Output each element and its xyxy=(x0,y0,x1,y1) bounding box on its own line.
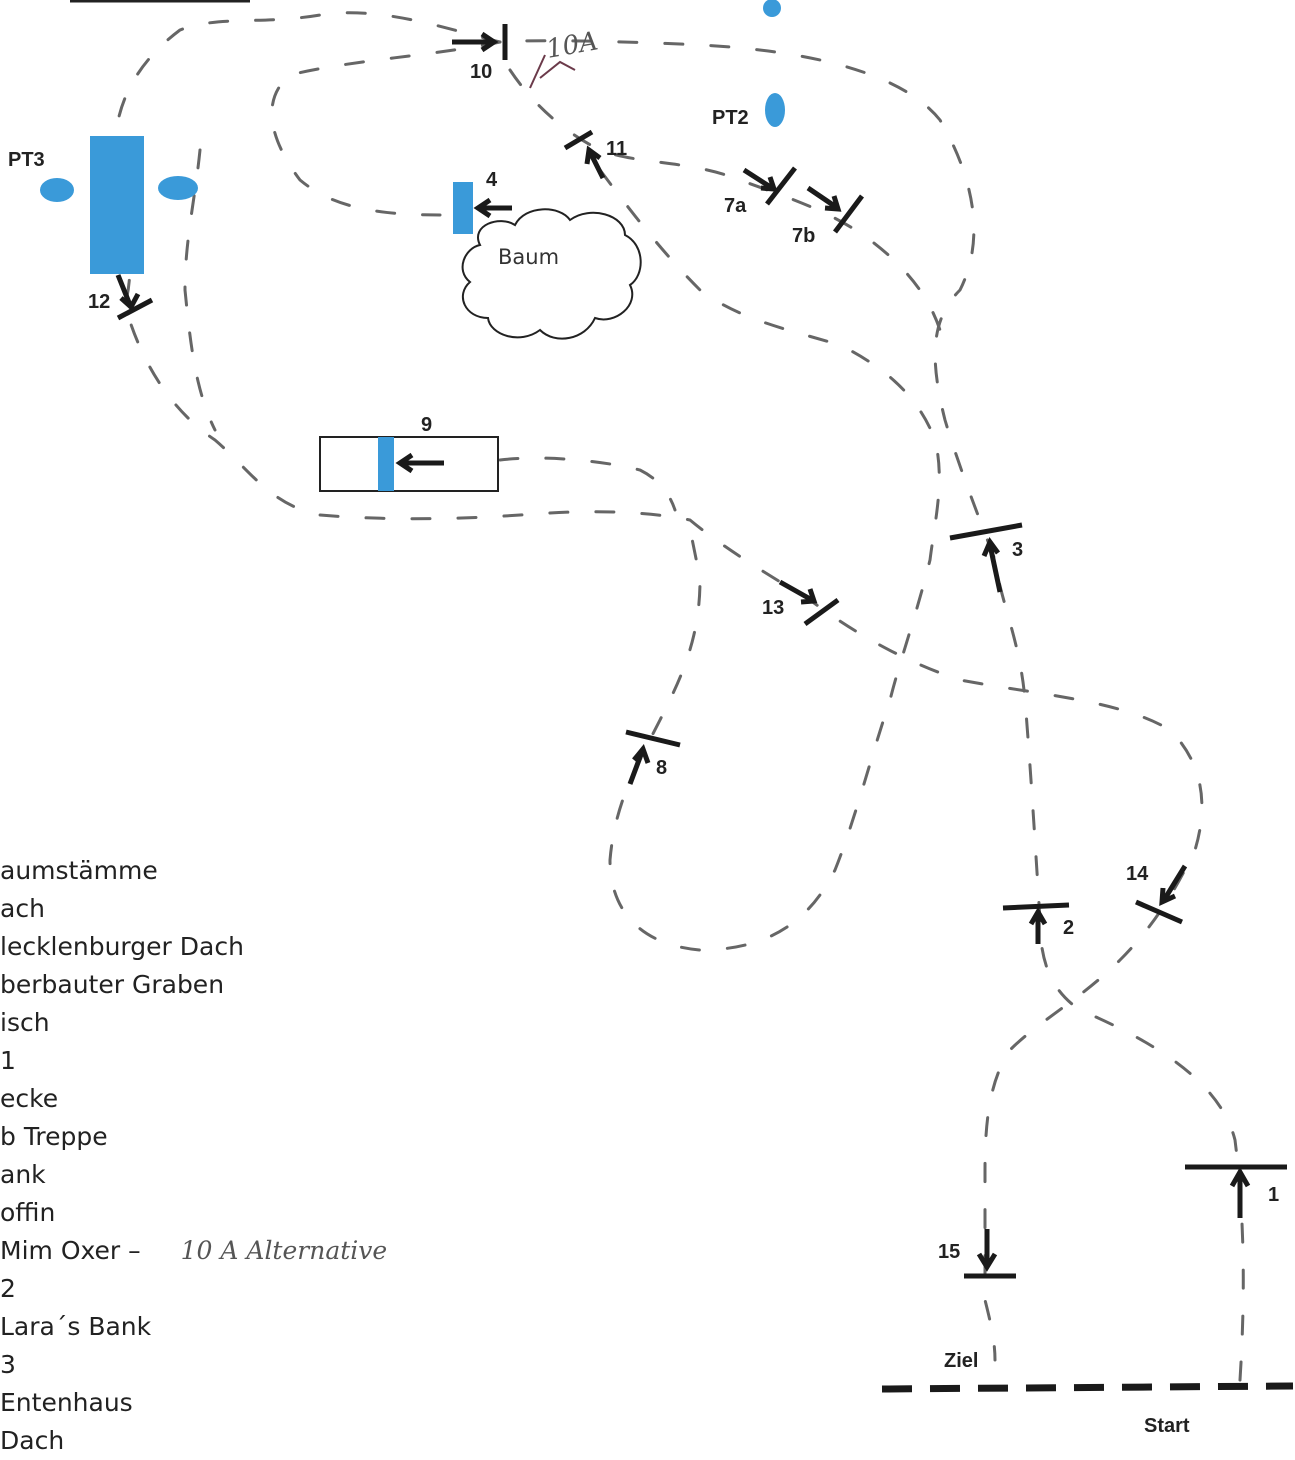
legend-item: offin xyxy=(0,1198,56,1227)
fence-7a xyxy=(765,166,797,206)
fence-13 xyxy=(803,597,840,627)
label-2: 2 xyxy=(1063,917,1074,939)
legend-item: aumstämme xyxy=(0,856,158,885)
label-10: 10 xyxy=(470,61,492,83)
label-4: 4 xyxy=(486,169,498,191)
label-10a: 10A xyxy=(544,26,600,65)
fence-11 xyxy=(563,129,594,151)
arrow-14 xyxy=(1159,864,1188,907)
fence-3 xyxy=(949,522,1023,541)
obstacle-9-box xyxy=(319,436,499,492)
arrow-10 xyxy=(452,31,499,53)
tree-label: Baum xyxy=(498,245,559,269)
legend-item: Lara´s Bank xyxy=(0,1312,152,1341)
legend-item: Mim Oxer – xyxy=(0,1236,141,1265)
pt3-right-marker xyxy=(158,176,198,200)
start-label: Start xyxy=(1144,1415,1190,1437)
legend-handwritten-note: 10 A Alternative xyxy=(180,1236,388,1265)
pt2-marker xyxy=(765,93,785,127)
arrow-4 xyxy=(473,197,512,219)
obstacle-9-block xyxy=(378,437,394,491)
label-14: 14 xyxy=(1126,863,1149,885)
legend-item: 2 xyxy=(0,1274,16,1303)
legend-item: ank xyxy=(0,1160,46,1189)
label-pt3: PT3 xyxy=(8,149,45,171)
legend-item: 3 xyxy=(0,1350,16,1379)
fence-7b xyxy=(833,194,864,234)
start-finish-line xyxy=(881,1382,1294,1393)
obstacle-4-block xyxy=(453,182,473,234)
arrow-13 xyxy=(778,579,818,605)
arrow-8 xyxy=(627,743,651,785)
label-3: 3 xyxy=(1012,539,1023,561)
arrow-7b xyxy=(806,185,842,212)
arrow-11 xyxy=(584,145,606,180)
route-path xyxy=(113,11,1245,1382)
obstacle-legend: aumstämme ach lecklenburger Dach berbaut… xyxy=(0,852,387,1460)
label-9: 9 xyxy=(421,414,432,436)
label-12: 12 xyxy=(88,291,110,313)
finish-label: Ziel xyxy=(944,1350,978,1372)
arrow-10a xyxy=(529,54,576,89)
label-8: 8 xyxy=(656,757,667,779)
arrow-2 xyxy=(1028,907,1048,944)
fence-12 xyxy=(116,297,154,321)
legend-item: ach xyxy=(0,894,45,923)
label-15: 15 xyxy=(938,1241,960,1263)
legend-item: 1 xyxy=(0,1046,16,1075)
legend-item: Entenhaus xyxy=(0,1388,133,1417)
obstacle-12-block xyxy=(90,136,144,274)
tree-outline xyxy=(461,208,642,340)
arrow-15 xyxy=(976,1229,998,1272)
legend-item: ecke xyxy=(0,1084,59,1113)
arrow-3 xyxy=(981,536,1003,593)
label-13: 13 xyxy=(762,597,784,619)
fence-8 xyxy=(625,729,681,748)
pt3-left-marker xyxy=(40,178,74,202)
arrow-12 xyxy=(115,274,141,311)
fence-14 xyxy=(1135,899,1183,925)
arrow-1 xyxy=(1229,1166,1251,1218)
label-1: 1 xyxy=(1268,1184,1279,1206)
label-7a: 7a xyxy=(724,195,747,217)
legend-item: lecklenburger Dach xyxy=(0,932,244,961)
legend-item-row: Mim Oxer – 10 A Alternative xyxy=(0,1232,387,1270)
fence-2 xyxy=(1002,902,1070,911)
arrow-9 xyxy=(395,452,444,474)
label-11: 11 xyxy=(606,138,627,160)
label-pt2: PT2 xyxy=(712,107,749,129)
legend-item: Dach xyxy=(0,1426,65,1455)
arrow-7a xyxy=(742,167,778,192)
label-7b: 7b xyxy=(792,225,815,247)
legend-item: isch xyxy=(0,1008,50,1037)
legend-item: berbauter Graben xyxy=(0,970,225,999)
legend-item: b Treppe xyxy=(0,1122,108,1151)
pt1-marker xyxy=(763,0,781,17)
